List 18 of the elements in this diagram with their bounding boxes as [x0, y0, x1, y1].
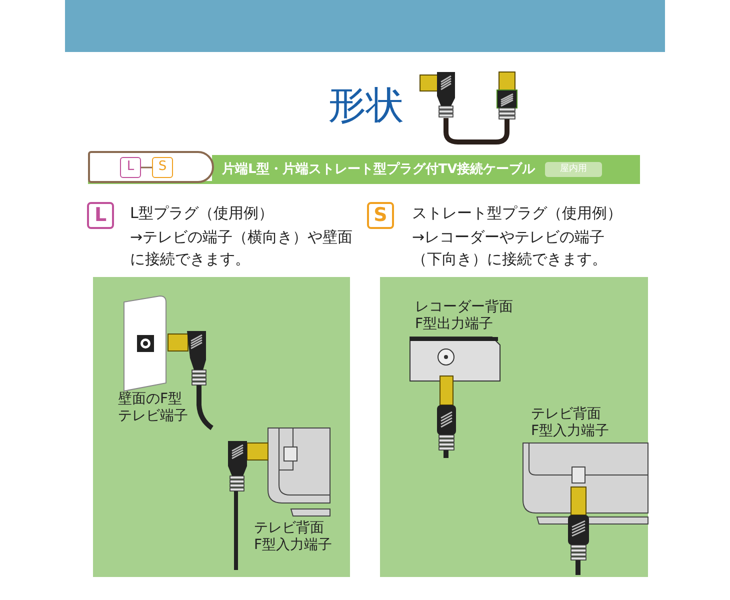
- indoor-badge: 屋内用: [545, 162, 602, 177]
- description-heading: ストレート型プラグ（使用例）: [412, 204, 622, 223]
- band-title: 片端L型・片端ストレート型プラグ付TV接続ケーブル: [222, 160, 536, 178]
- callout-label: テレビ背面F型入力端子: [531, 406, 610, 440]
- description-heading: L型プラグ（使用例）: [130, 204, 274, 223]
- plug-type-pill: [88, 151, 214, 183]
- callout-label: テレビ背面F型入力端子: [254, 520, 332, 554]
- plug-type-badge: L: [87, 202, 114, 229]
- page-title: 形状: [328, 84, 404, 126]
- description-text: →テレビの端子（横向き）や壁面に接続できます。: [130, 227, 354, 270]
- plug-type-badge: S: [367, 202, 394, 229]
- plug-type-badge: S: [152, 157, 173, 178]
- description-text: →レコーダーやテレビの端子（下向き）に接続できます。: [412, 227, 608, 270]
- callout-label: レコーダー背面F型出力端子: [415, 299, 513, 333]
- title-band: [212, 155, 640, 182]
- connector-line: [141, 166, 152, 168]
- plug-type-badge: L: [120, 157, 141, 178]
- callout-label: 壁面のF型テレビ端子: [118, 391, 188, 425]
